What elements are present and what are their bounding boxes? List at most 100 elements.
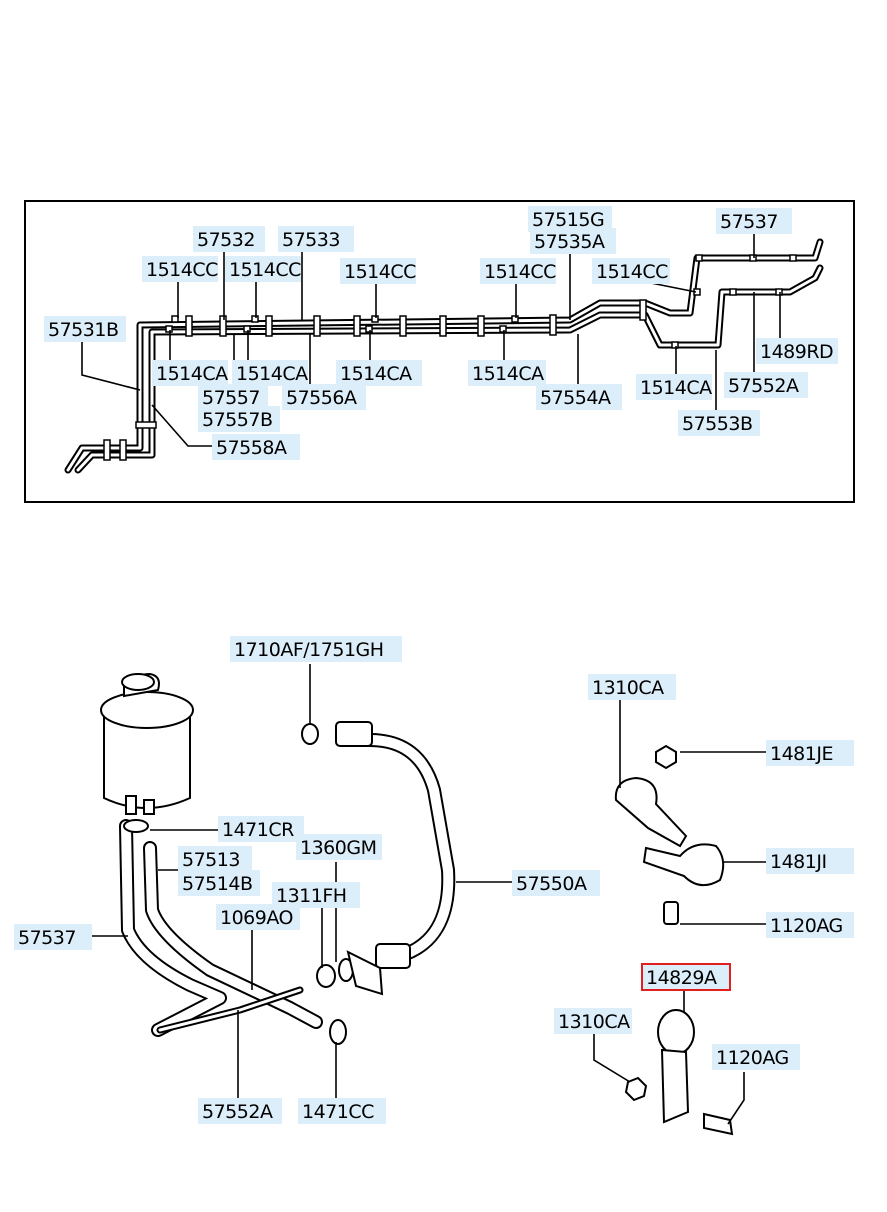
label-text: 1514CC [146,259,218,281]
part-label-57550a[interactable]: 57550A [512,870,600,896]
label-background [278,226,354,252]
pipe-assembly [64,238,824,474]
part-label-1514ca[interactable]: 1514CA [232,360,309,386]
part-label-1514cc[interactable]: 1514CC [340,258,417,284]
part-label-57532[interactable]: 57532 [193,226,265,252]
label-text: 1514CC [344,261,416,283]
part-label-57557[interactable]: 57557 [198,384,268,410]
part-label-1310ca[interactable]: 1310CA [554,1008,632,1034]
part-label-57553b[interactable]: 57553B [678,410,760,436]
label-text: 1514CA [156,363,228,385]
part-label-14829a[interactable]: 14829A [641,963,731,991]
label-text: 57537 [720,211,778,233]
label-background [554,1008,632,1034]
label-background [716,208,792,234]
label-text: 1311FH [276,885,347,907]
label-background [178,870,260,896]
part-label-1481ji[interactable]: 1481JI [766,848,854,874]
part-label-1120ag[interactable]: 1120AG [712,1044,800,1070]
part-label-1120ag[interactable]: 1120AG [766,912,854,938]
label-background [216,904,300,930]
part-label-57531b[interactable]: 57531B [44,316,126,342]
part-label-57533[interactable]: 57533 [278,226,354,252]
label-background [512,870,600,896]
part-label-1489rd[interactable]: 1489RD [756,338,838,364]
label-background [298,1098,386,1124]
label-text: 14829A [646,967,717,989]
part-label-1311fh[interactable]: 1311FH [272,882,360,908]
label-background [152,360,228,386]
label-background [336,360,422,386]
part-label-57515g[interactable]: 57515G [528,206,612,232]
part-label-1514ca[interactable]: 1514CA [152,360,229,386]
bottom-leader-lines [90,664,766,1125]
part-label-57557b[interactable]: 57557B [198,406,280,432]
label-background [232,360,308,386]
part-label-1514cc[interactable]: 1514CC [480,258,557,284]
label-text: 57550A [516,873,587,895]
part-label-1310ca[interactable]: 1310CA [588,674,676,700]
part-label-1514ca[interactable]: 1514CA [636,374,713,400]
label-background [198,384,268,410]
label-background [198,406,280,432]
label-text: 1489RD [760,341,833,363]
label-text: 1514CA [340,363,412,385]
part-label-1471cc[interactable]: 1471CC [298,1098,386,1124]
part-label-57535a[interactable]: 57535A [530,228,616,254]
label-text: 57557B [202,409,272,431]
part-label-1069ao[interactable]: 1069AO [216,904,300,930]
label-background [766,848,854,874]
label-background [193,226,265,252]
label-text: 1514CA [472,363,544,385]
label-text: 1481JI [770,851,827,873]
part-label-1514ca[interactable]: 1514CA [468,360,546,386]
part-label-1481je[interactable]: 1481JE [766,740,854,766]
reservoir [100,672,194,815]
label-background [178,846,252,872]
part-label-57556a[interactable]: 57556A [282,384,366,410]
label-background [724,372,808,398]
part-label-1514cc[interactable]: 1514CC [142,256,219,282]
label-background [212,434,300,460]
label-text: 1310CA [592,677,664,699]
part-label-1471cr[interactable]: 1471CR [218,816,304,842]
label-background [592,258,670,284]
part-label-57513[interactable]: 57513 [178,846,252,872]
label-text: 1471CR [222,819,294,841]
label-background [712,1044,800,1070]
label-text: 57554A [540,387,611,409]
label-background [198,1098,282,1124]
part-label-57552a[interactable]: 57552A [198,1098,282,1124]
label-text: 1514CC [229,259,301,281]
label-background [536,384,622,410]
label-text: 57513 [182,849,240,871]
part-label-57537[interactable]: 57537 [716,208,792,234]
part-label-1514cc[interactable]: 1514CC [592,258,670,284]
part-label-1710af-1751gh[interactable]: 1710AF/1751GH [230,636,402,662]
label-text: 57552A [202,1101,273,1123]
part-label-57558a[interactable]: 57558A [212,434,300,460]
label-text: 1360GM [300,837,376,859]
top-panel-frame [24,200,855,503]
label-background [766,912,854,938]
part-label-57514b[interactable]: 57514B [178,870,260,896]
label-background [756,338,838,364]
label-text: 1514CA [236,363,308,385]
label-background [296,834,382,860]
part-label-57537[interactable]: 57537 [14,924,92,950]
label-text: 57553B [682,413,752,435]
part-label-1360gm[interactable]: 1360GM [296,834,382,860]
label-text: 57557 [202,387,260,409]
part-label-57554a[interactable]: 57554A [536,384,622,410]
label-background [766,740,854,766]
label-background [272,882,360,908]
label-background [641,963,731,991]
label-background [528,206,612,232]
label-text: 1514CA [640,377,712,399]
part-label-1514ca[interactable]: 1514CA [336,360,422,386]
label-text: 1481JE [770,743,833,765]
part-label-57552a[interactable]: 57552A [724,372,808,398]
part-label-1514cc[interactable]: 1514CC [225,256,302,282]
label-text: 1120AG [716,1047,789,1069]
